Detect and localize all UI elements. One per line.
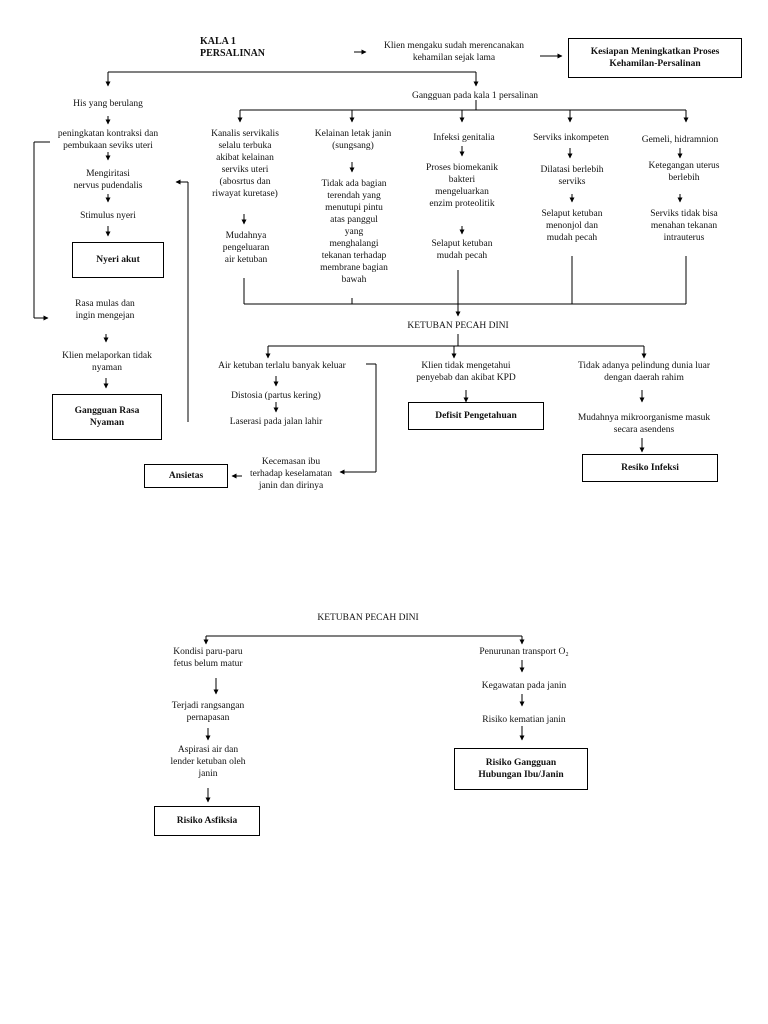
box-defisit-pengetahuan: Defisit Pengetahuan [408,402,544,430]
kondisi-text: Kondisi paru-paru fetus belum matur [173,647,243,669]
mudahnya-mikro-text: Mudahnya mikroorganisme masuk secara ase… [577,413,711,435]
box-ansietas: Ansietas [144,464,228,488]
kelainan-text: Kelainan letak janin (sungsang) [314,129,392,151]
gemeli-next1-text: Ketegangan uterus berlebih [648,161,720,183]
gemeli-text: Gemeli, hidramnion [641,135,719,145]
peningkatan-text: peningkatan kontraksi dan pembukaan sevi… [57,129,159,151]
penurunan-text: Penurunan transport O₂ [479,647,569,657]
box-kesiapan: Kesiapan Meningkatkan Proses Kehamilan-P… [568,38,742,78]
box-resiko-infeksi: Resiko Infeksi [582,454,718,482]
infeksi-next1-text: Proses biomekanik bakteri mengeluarkan e… [425,163,499,209]
stimulus-text: Stimulus nyeri [80,211,136,221]
box-risiko-asfiksia: Risiko Asfiksia [154,806,260,836]
kecemasan-text: Kecemasan ibu terhadap keselamatan janin… [249,457,333,491]
klien-tidak-tahu-text: Klien tidak mengetahui penyebab dan akib… [416,361,516,383]
laserasi-text: Laserasi pada jalan lahir [229,417,323,427]
box-nyeri-akut: Nyeri akut [72,242,164,278]
infeksi-next2-text: Selaput ketuban mudah pecah [431,239,493,261]
kelainan-next-text: Tidak ada bagian terendah yang menutupi … [320,179,388,285]
air-ketuban-text: Air ketuban terlalu banyak keluar [218,361,346,371]
risiko-kematian-text: Risiko kematian janin [482,715,566,725]
infeksi-text: Infeksi genitalia [433,133,495,143]
rasa-mulas-text: Rasa mulas dan ingin mengejan [75,299,135,321]
tidak-pelindung-text: Tidak adanya pelindung dunia luar dengan… [577,361,711,383]
klien-melapor-text: Klien melaporkan tidak nyaman [62,351,152,373]
distosia-text: Distosia (partus kering) [231,391,321,401]
terjadi-text: Terjadi rangsangan pernapasan [171,701,245,723]
mengiritasi-text: Mengiritasi nervus pudendalis [73,169,143,191]
kanalis-next-text: Mudahnya pengeluaran air ketuban [222,231,270,265]
kpd-title: KETUBAN PECAH DINI [407,321,509,331]
box-gangguan-rasa-nyaman: Gangguan Rasa Nyaman [52,394,162,440]
serviks-next1-text: Dilatasi berlebih serviks [540,165,604,187]
kegawatan-text: Kegawatan pada janin [481,681,567,691]
serviks-next2-text: Selaput ketuban menonjol dan mudah pecah [541,209,603,243]
aspirasi-text: Aspirasi air dan lender ketuban oleh jan… [170,745,246,779]
kanalis-text: Kanalis servikalis selalu terbuka akibat… [211,129,279,199]
gangguan-text: Gangguan pada kala 1 persalinan [411,91,539,101]
serviks-text: Serviks inkompeten [533,133,609,143]
box-risiko-gangguan-hubungan: Risiko Gangguan Hubungan Ibu/Janin [454,748,588,790]
kpd2-title: KETUBAN PECAH DINI [317,613,419,623]
title-kala-1: KALA 1 PERSALINAN [200,36,266,59]
his-text: His yang berulang [73,99,143,109]
client-plan-text: Klien mengaku sudah merencanakan kehamil… [383,41,525,63]
gemeli-next2-text: Serviks tidak bisa menahan tekanan intra… [650,209,718,243]
